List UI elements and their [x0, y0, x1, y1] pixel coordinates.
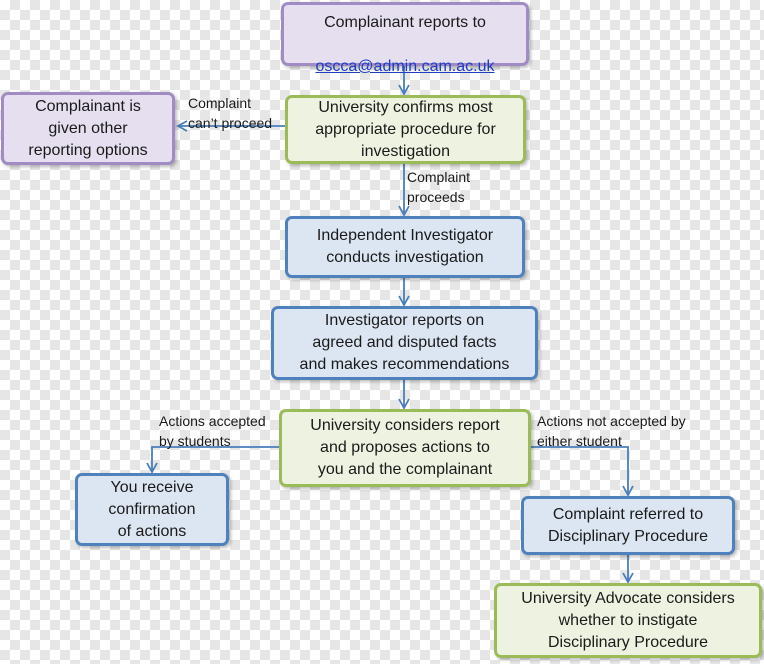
node-complaint-referred-text: Complaint referred to Disciplinary Proce…: [547, 505, 709, 545]
node-complaint-referred: Complaint referred to Disciplinary Proce…: [521, 496, 735, 555]
node-university-considers: University considers report and proposes…: [279, 409, 531, 487]
node-complainant-reports: Complainant reports to oscca@admin.cam.a…: [281, 2, 529, 75]
node-investigator-reports: Investigator reports on agreed and dispu…: [271, 306, 538, 380]
arrow-considers-to-confirmation: [146, 446, 279, 474]
edge-label-cant-proceed: Complaint can’t proceed: [188, 95, 273, 131]
node-investigator-reports-text: Investigator reports on agreed and dispu…: [299, 312, 510, 373]
edge-label-not-accepted: Actions not accepted by either student: [537, 413, 686, 449]
node-university-advocate: University Advocate considers whether to…: [494, 583, 762, 658]
node-university-confirms: University confirms most appropriate pro…: [285, 95, 526, 164]
edge-label-proceeds: Complaint proceeds: [407, 169, 471, 205]
node-independent-investigator-text: Independent Investigator conducts invest…: [316, 227, 494, 266]
node-independent-investigator: Independent Investigator conducts invest…: [285, 216, 525, 278]
node-receive-confirmation: You receive confirmation of actions: [75, 473, 229, 546]
node-complainant-reports-text: Complainant reports to: [324, 14, 486, 31]
edge-label-accepted: Actions accepted by students: [159, 413, 266, 449]
node-university-confirms-text: University confirms most appropriate pro…: [315, 98, 496, 160]
node-university-considers-text: University considers report and proposes…: [310, 417, 500, 478]
arrow-considers-to-referred: [531, 446, 634, 497]
node-other-reporting-options-text: Complainant is given other reporting opt…: [28, 97, 148, 159]
email-link[interactable]: oscca@admin.cam.ac.uk: [315, 58, 495, 75]
node-university-advocate-text: University Advocate considers whether to…: [521, 589, 735, 651]
node-other-reporting-options: Complainant is given other reporting opt…: [1, 92, 175, 165]
node-receive-confirmation-text: You receive confirmation of actions: [108, 478, 196, 540]
